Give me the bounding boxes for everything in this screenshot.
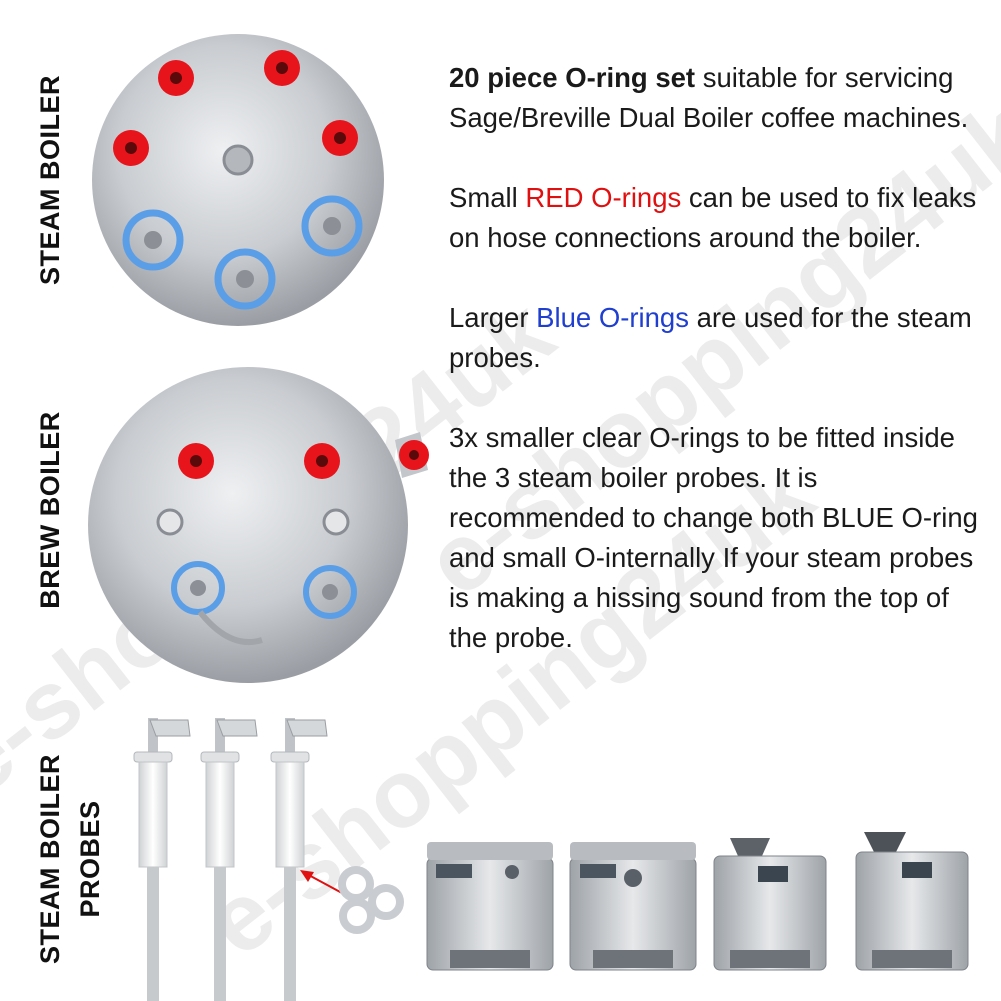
steam-boiler-image xyxy=(92,34,384,326)
blue-o-ring xyxy=(122,195,363,310)
red-o-rings-text: RED O-rings xyxy=(525,182,682,213)
arrow-icon xyxy=(300,870,343,894)
description-paragraph: Small RED O-rings can be used to fix lea… xyxy=(449,182,977,253)
clear-o-ring xyxy=(338,866,404,934)
blue-o-ring xyxy=(171,561,357,619)
description-paragraph: Larger Blue O-rings are used for the ste… xyxy=(449,302,972,373)
blue-o-rings-text: Blue O-rings xyxy=(536,302,689,333)
red-o-ring xyxy=(113,50,358,166)
red-o-ring xyxy=(178,443,340,479)
steam-probes-image xyxy=(133,718,404,1001)
coffee-machines-image xyxy=(426,832,969,971)
description: 20 piece O-ring set suitable for servici… xyxy=(449,58,989,698)
set-title: 20 piece O-ring set xyxy=(449,62,696,93)
description-paragraph: 3x smaller clear O-rings to be fitted in… xyxy=(449,422,978,653)
brew-boiler-image xyxy=(88,367,429,683)
description-paragraph: 20 piece O-ring set suitable for servici… xyxy=(449,62,969,133)
